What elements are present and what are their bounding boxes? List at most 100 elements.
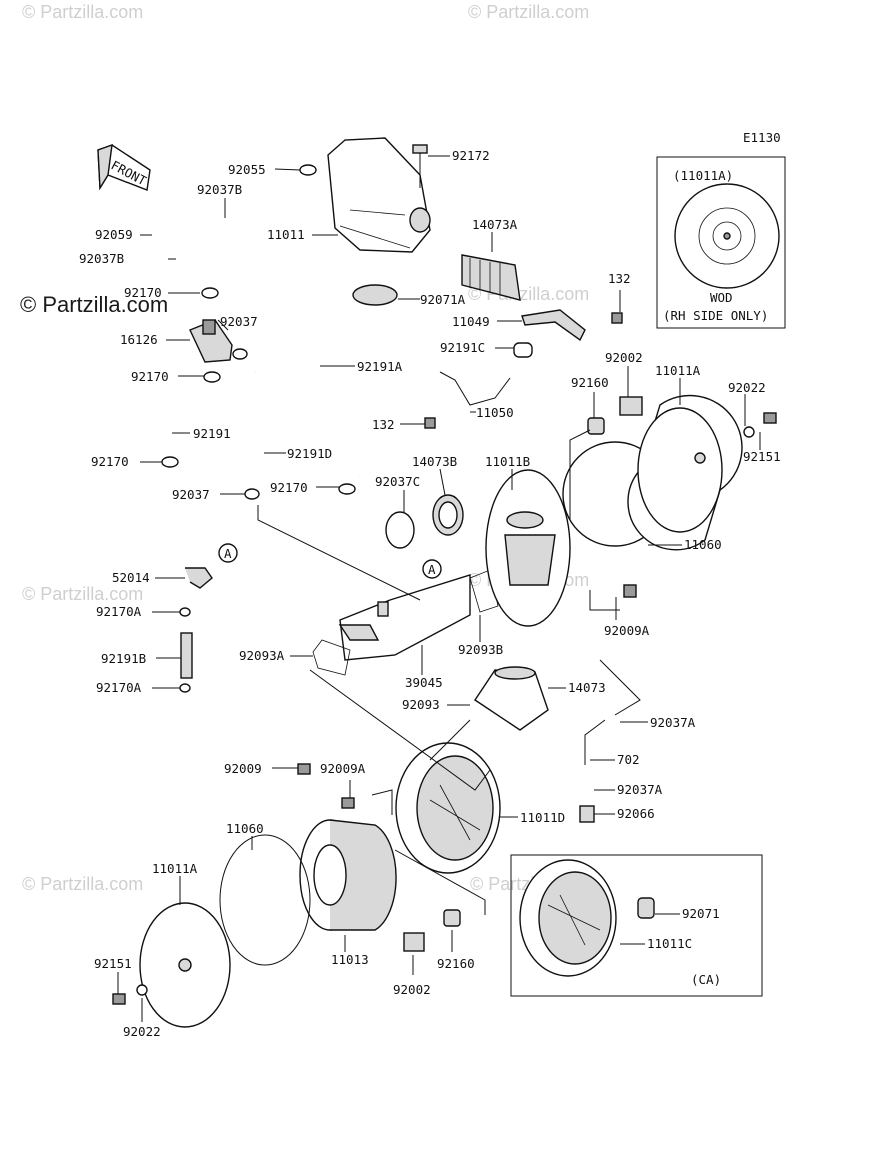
label-92170: 92170: [270, 480, 308, 495]
label-14073b: 14073B: [412, 454, 457, 469]
label-92037a: 92037A: [617, 782, 663, 797]
inset-wod: (11011A) WOD (RH SIDE ONLY): [656, 156, 786, 329]
label-11049: 11049: [452, 314, 490, 329]
label-92037b: 92037B: [79, 251, 124, 266]
label-92170: 92170: [91, 454, 129, 469]
inset-ca: (CA): [510, 854, 763, 997]
part-92191D: [245, 368, 276, 491]
front-arrow-icon: FRONT: [97, 143, 151, 191]
label-16126: 16126: [120, 332, 158, 347]
label-92160: 92160: [437, 956, 475, 971]
label-92022: 92022: [123, 1024, 161, 1039]
part-92002-top: [619, 396, 643, 416]
part-132-mid: [424, 417, 436, 429]
part-52014: [185, 567, 213, 589]
part-92191A: [205, 249, 364, 478]
label-92066: 92066: [617, 806, 655, 821]
label-11011d: 11011D: [520, 810, 565, 825]
label-92191b: 92191B: [101, 651, 146, 666]
label-92191: 92191: [193, 426, 231, 441]
part-92160-bot: [443, 909, 461, 927]
part-92009A-top: [623, 584, 637, 598]
label-92191a: 92191A: [357, 359, 403, 374]
inset-wod-title: (11011A): [673, 168, 733, 183]
watermark-text: © Partzilla.com: [22, 2, 143, 22]
part-92022-top: [743, 426, 755, 438]
part-92191B: [180, 632, 193, 679]
label-11011c: 11011C: [647, 936, 692, 951]
part-92071A: [352, 284, 398, 306]
watermark-text: © Partzilla.com: [468, 2, 589, 22]
part-11013: [299, 819, 397, 931]
label-92055: 92055: [228, 162, 266, 177]
label-92037: 92037: [172, 487, 210, 502]
label-702: 702: [617, 752, 640, 767]
label-92160: 92160: [571, 375, 609, 390]
part-14073: [474, 666, 549, 731]
part-11011B: [485, 469, 571, 627]
part-132-top: [611, 312, 623, 324]
part-11011A-top: [627, 394, 743, 551]
part-92172: [412, 144, 428, 188]
label-92059: 92059: [95, 227, 133, 242]
part-14073A: [461, 254, 521, 301]
label-11050: 11050: [476, 405, 514, 420]
label-92170: 92170: [131, 369, 169, 384]
label-92009: 92009: [224, 761, 262, 776]
label-92002: 92002: [393, 982, 431, 997]
part-92055: [299, 164, 317, 176]
label-92151: 92151: [743, 449, 781, 464]
label-11011a: 11011A: [655, 363, 701, 378]
label-92151: 92151: [94, 956, 132, 971]
part-92160-top: [587, 417, 605, 435]
label-14073a: 14073A: [472, 217, 518, 232]
inset-ca-frame: [510, 854, 763, 997]
label-11011a: 11011A: [152, 861, 198, 876]
part-11050: [439, 371, 511, 406]
part-92002-bot: [403, 932, 425, 952]
label-92037: 92037: [220, 314, 258, 329]
label-92002: 92002: [605, 350, 643, 365]
label-132: 132: [608, 271, 631, 286]
inset-wod-caption: WOD: [710, 290, 733, 305]
label-92071: 92071: [682, 906, 720, 921]
part-702: [584, 719, 606, 765]
part-92170-clamps: [161, 287, 356, 500]
label-92009a: 92009A: [604, 623, 650, 638]
label-92093b: 92093B: [458, 642, 503, 657]
inset-wod-frame: [656, 156, 786, 329]
part-11011D: [395, 742, 501, 874]
label-11011: 11011: [267, 227, 305, 242]
label-11060: 11060: [226, 821, 264, 836]
label-92037b: 92037B: [197, 182, 242, 197]
part-92009-bolts: [297, 763, 355, 809]
svg-text:A: A: [224, 546, 232, 561]
ref-marker-a: A: [422, 559, 442, 579]
label-92037a: 92037A: [650, 715, 696, 730]
part-92093B: [469, 569, 499, 613]
part-39045: [338, 574, 471, 661]
part-92191: [140, 390, 212, 461]
label-52014: 52014: [112, 570, 150, 585]
label-11011b: 11011B: [485, 454, 530, 469]
label-92172: 92172: [452, 148, 490, 163]
watermark-main: © Partzilla.com: [20, 292, 168, 317]
part-92093A: [312, 639, 351, 676]
label-92009a: 92009A: [320, 761, 366, 776]
part-92066: [579, 805, 595, 823]
watermark-text: © Partzilla.com: [22, 584, 143, 604]
label-92170a: 92170A: [96, 680, 142, 695]
part-11049: [521, 309, 586, 342]
label-132: 132: [372, 417, 395, 432]
part-92151-bot: [112, 993, 126, 1005]
label-92191c: 92191C: [440, 340, 485, 355]
svg-text:A: A: [428, 562, 436, 577]
part-16126: [189, 319, 233, 363]
label-92022: 92022: [728, 380, 766, 395]
label-39045: 39045: [405, 675, 443, 690]
label-92093: 92093: [402, 697, 440, 712]
label-11060: 11060: [684, 537, 722, 552]
label-14073: 14073: [568, 680, 606, 695]
diagram-code: E1130: [743, 130, 781, 145]
